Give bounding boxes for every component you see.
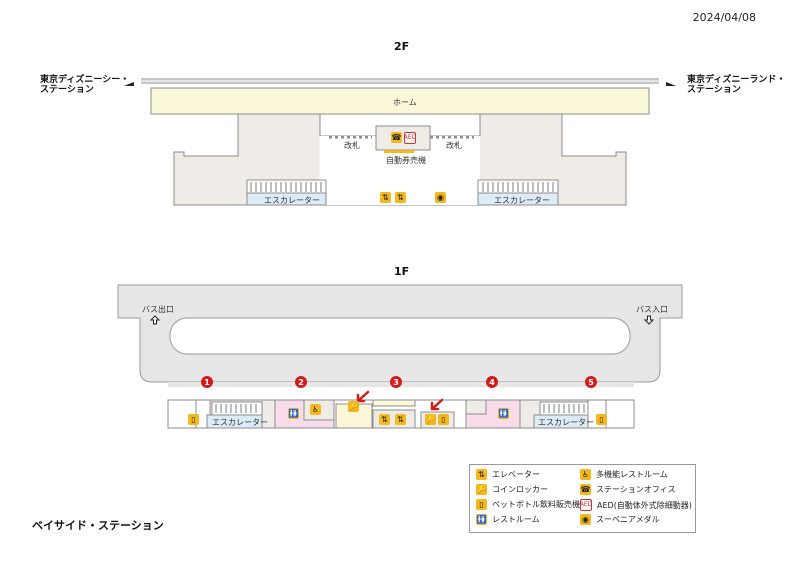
coin-locker-icon: 🔑 (348, 401, 359, 412)
legend-item-restroom: 🚻 レストルーム (476, 514, 540, 525)
elevator-icon: ⇅ (379, 414, 390, 425)
escalator-2f-left-label: エスカレーター (264, 196, 320, 205)
coin-locker-icon: 🔑 (425, 414, 436, 425)
elevator-icon: ⇅ (476, 469, 487, 480)
legend-item-aed: AED AED(自動体外式除細動器) (579, 499, 692, 511)
legend-item-elevator: ⇅ エレベーター (476, 469, 540, 480)
exit-badge-4: 4 (486, 376, 498, 388)
station-name-label: ベイサイド・ステーション (32, 519, 164, 532)
gate-left-label: 改札 (344, 141, 360, 150)
vending-machine-icon: ▯ (188, 414, 199, 425)
exit-badge-2: 2 (295, 376, 307, 388)
legend-item-vending: ▯ ペットボトル飲料販売機 (476, 499, 580, 510)
souvenir-medal-icon: ◉ (580, 514, 591, 525)
date-label: 2024/04/08 (692, 11, 756, 24)
elevator-icon: ⇅ (380, 192, 391, 203)
direction-right-label: 東京ディズニーランド・ ステーション (687, 75, 786, 95)
exit-badge-1: 1 (201, 376, 213, 388)
escalator-1f-right (533, 414, 589, 429)
coin-locker-icon: 🔑 (476, 484, 487, 495)
aed-icon: AED (404, 132, 416, 144)
ticket-machine-bar (384, 150, 414, 153)
escalator-1f-left-label: エスカレーター (212, 418, 268, 427)
escalator-1f-left-steps (211, 401, 263, 416)
restroom-icon: 🚻 (476, 514, 487, 525)
bldg-1f-seg-d (605, 399, 635, 429)
souvenir-medal-icon: ◉ (435, 192, 446, 203)
legend-item-accessible-restroom: ♿ 多機能レストルーム (580, 469, 668, 480)
accessible-restroom-icon: ♿ (580, 469, 591, 480)
elevator-icon: ⇅ (395, 414, 406, 425)
guide-arrow-right (430, 398, 444, 411)
bus-exit-arrow-icon (149, 315, 161, 325)
vending-machine-icon: ▯ (476, 499, 487, 510)
floor-2f-title: 2F (394, 40, 410, 53)
ticket-machines-label: 自動券売機 (386, 156, 426, 165)
escalator-2f-left (246, 192, 327, 206)
escalator-2f-right (477, 192, 559, 206)
legend-item-souvenir-medal: ◉ スーベニアメダル (580, 514, 660, 525)
station-office-icon: ☎ (391, 132, 402, 143)
vending-machine-icon: ▯ (596, 414, 607, 425)
bus-exit-label: バス出口 (142, 305, 174, 314)
exit-badge-3: 3 (390, 376, 402, 388)
bus-entrance-label: バス入口 (636, 305, 668, 314)
escalator-1f-right-label: エスカレーター (538, 418, 594, 427)
gate-right-label: 改札 (446, 141, 462, 150)
platform-2f (150, 87, 650, 115)
direction-left-label: 東京ディズニーシー・ ステーション (40, 75, 130, 95)
bus-loop-island (169, 317, 631, 355)
accessible-restroom-icon: ♿ (310, 404, 321, 415)
restroom-icon: 🚻 (498, 408, 509, 419)
legend-box: ⇅ エレベーター 🔑 コインロッカー ▯ ペットボトル飲料販売機 🚻 レストルー… (469, 464, 696, 533)
exit-badge-5: 5 (585, 376, 597, 388)
legend-item-coin-locker: 🔑 コインロッカー (476, 484, 548, 495)
elevator-icon: ⇅ (395, 192, 406, 203)
left-direction-arrow (124, 82, 134, 86)
restroom-icon: 🚻 (288, 408, 299, 419)
floor-1f-title: 1F (394, 265, 410, 278)
legend-item-station-office: ☎ ステーションオフィス (580, 484, 676, 495)
right-direction-arrow (666, 82, 676, 86)
escalator-1f-left (206, 414, 263, 429)
bus-entrance-arrow-icon (643, 315, 655, 325)
station-office-icon: ☎ (580, 484, 591, 495)
guide-arrow-left (356, 390, 370, 403)
platform-label: ホーム (393, 98, 417, 107)
escalator-2f-right-label: エスカレーター (494, 196, 550, 205)
station-office-room (375, 125, 431, 151)
aed-icon: AED (580, 499, 592, 511)
vending-machine-icon: ▯ (438, 414, 449, 425)
